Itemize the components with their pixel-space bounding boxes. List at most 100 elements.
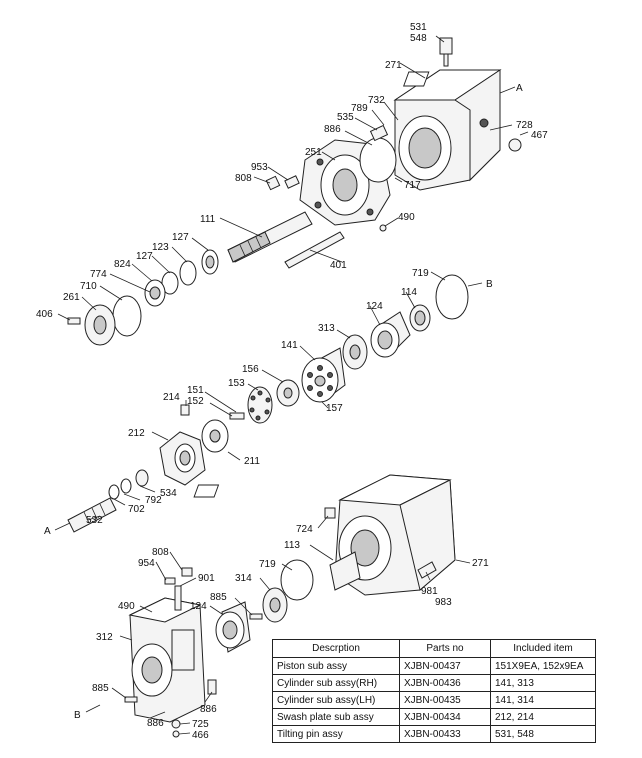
cell-included-item: 531, 548	[490, 725, 596, 743]
pin-886	[207, 679, 217, 695]
piston-shoe-151-152	[229, 412, 245, 420]
callout-886-upper: 886	[324, 124, 341, 135]
o-ring-725	[171, 719, 181, 729]
parts-table: Descrption Parts no Included item Piston…	[272, 639, 596, 743]
callout-717: 717	[404, 180, 421, 191]
plug-724	[324, 507, 336, 519]
plug-954	[164, 577, 176, 585]
callout-824: 824	[114, 259, 131, 270]
callout-774: 774	[90, 269, 107, 280]
drive-shaft-111	[227, 211, 313, 263]
cell-description: Tilting pin assy	[272, 725, 400, 743]
callout-212: 212	[128, 428, 145, 439]
callout-954: 954	[138, 558, 155, 569]
servo-piston-532	[67, 497, 117, 533]
valve-plate-314	[262, 587, 288, 623]
cell-parts-no: XJBN-00433	[399, 725, 491, 743]
callout-983: 983	[435, 597, 452, 608]
bearing-stack	[144, 249, 219, 307]
callout-466: 466	[192, 730, 209, 741]
callout-548: 548	[410, 33, 427, 44]
callout-313: 313	[318, 323, 335, 334]
seal-ring-719-lower	[280, 559, 314, 601]
cell-description: Piston sub assy	[272, 657, 400, 675]
bolt-406	[67, 317, 81, 325]
pin-885-lower	[124, 696, 138, 703]
callout-490-lower: 490	[118, 601, 135, 612]
table-row: Piston sub assy XJBN-00437 151X9EA, 152x…	[272, 657, 596, 675]
callout-156: 156	[242, 364, 259, 375]
callout-789: 789	[351, 103, 368, 114]
callout-732: 732	[368, 95, 385, 106]
cell-parts-no: XJBN-00436	[399, 674, 491, 692]
table-row: Swash plate sub assy XJBN-00434 212, 214	[272, 708, 596, 726]
lower-housing-271	[193, 474, 456, 596]
callout-719-upper: 719	[412, 268, 429, 279]
o-ring-710	[112, 295, 142, 337]
swash-plate-212	[159, 431, 206, 486]
upper-housing-271	[393, 37, 522, 191]
pin-214	[180, 404, 190, 416]
callout-724: 724	[296, 524, 313, 535]
callout-886-right: 886	[200, 704, 217, 715]
cylinder-block-141	[301, 347, 346, 403]
table-row: Cylinder sub assy(RH) XJBN-00436 141, 31…	[272, 674, 596, 692]
plug-466	[172, 730, 180, 738]
cell-included-item: 141, 313	[490, 674, 596, 692]
cell-parts-no: XJBN-00435	[399, 691, 491, 709]
callout-725: 725	[192, 719, 209, 730]
plug-808-lower	[181, 567, 193, 577]
callout-534: 534	[160, 488, 177, 499]
callout-124-upper: 124	[366, 301, 383, 312]
callout-808-upper: 808	[235, 173, 252, 184]
cell-parts-no: XJBN-00437	[399, 657, 491, 675]
callout-531: 531	[410, 22, 427, 33]
pin-901	[174, 585, 182, 611]
callout-114: 114	[401, 287, 417, 298]
callout-B-lower: B	[74, 710, 81, 721]
cylinder-block-124-upper	[370, 311, 411, 358]
callout-labels: 531 548 271 A 732 789 535 886 728 467 25…	[36, 22, 548, 741]
callout-314: 314	[235, 573, 252, 584]
callout-214: 214	[163, 392, 180, 403]
pin-401	[284, 231, 345, 269]
callout-901: 901	[198, 573, 215, 584]
callout-A-upper: A	[516, 83, 523, 94]
tilting-pin-parts	[108, 469, 149, 500]
retainer-plate-153	[247, 386, 273, 424]
callout-406: 406	[36, 309, 53, 320]
callout-127-b: 127	[136, 251, 153, 262]
callout-808-lower: 808	[152, 547, 169, 558]
callout-885-upper: 885	[210, 592, 227, 603]
callout-710: 710	[80, 281, 97, 292]
callout-B-upper: B	[486, 279, 493, 290]
cell-description: Cylinder sub assy(LH)	[272, 691, 400, 709]
callout-719-lower: 719	[259, 559, 276, 570]
cylinder-block-124-lower	[215, 601, 251, 653]
table-row: Tilting pin assy XJBN-00433 531, 548	[272, 725, 596, 743]
plug-parts	[265, 124, 389, 232]
callout-953: 953	[251, 162, 268, 173]
leader-lines	[54, 35, 529, 735]
table-header-row: Descrption Parts no Included item	[272, 639, 596, 658]
cell-included-item: 151X9EA, 152x9EA	[490, 657, 596, 675]
callout-535: 535	[337, 112, 354, 123]
shaft-113	[329, 551, 361, 591]
callout-123: 123	[152, 242, 169, 253]
callout-886-lower: 886	[147, 718, 164, 729]
cell-description: Cylinder sub assy(RH)	[272, 674, 400, 692]
callout-151: 151	[187, 385, 204, 396]
callout-A-lower: A	[44, 526, 51, 537]
pin-885-upper	[249, 613, 263, 620]
callout-702: 702	[128, 504, 145, 515]
callout-251: 251	[305, 147, 322, 158]
callout-153: 153	[228, 378, 245, 389]
spline-coupling-114	[409, 304, 431, 332]
callout-271-upper: 271	[385, 60, 402, 71]
seal-cover-261	[84, 304, 116, 346]
seal-ring-717	[359, 137, 397, 183]
shoe-plate-211	[201, 419, 229, 453]
bolt-981-983	[417, 561, 437, 579]
table-row: Cylinder sub assy(LH) XJBN-00435 141, 31…	[272, 691, 596, 709]
